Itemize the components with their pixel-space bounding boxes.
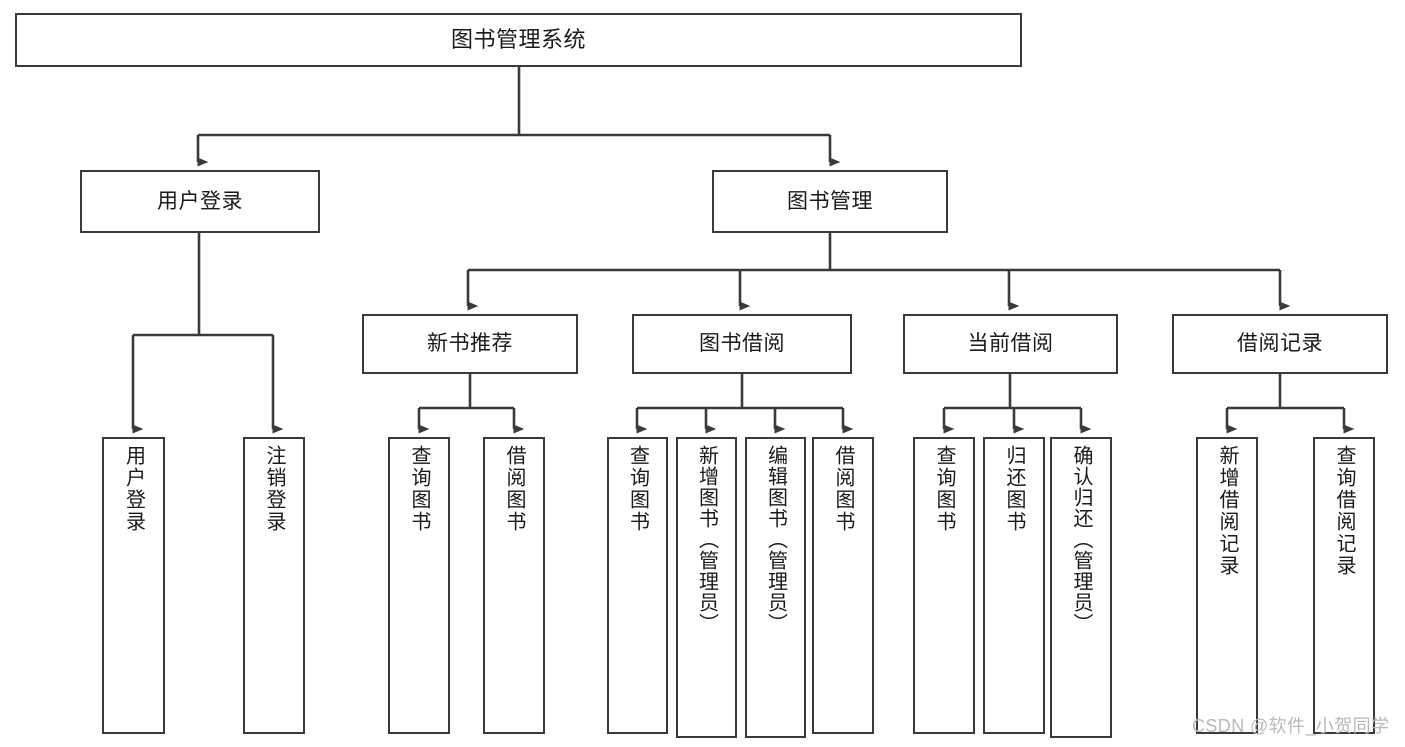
node-label: 查询图书	[933, 445, 955, 533]
node-label: 查询图书	[408, 445, 430, 533]
node-label: 图书管理	[787, 189, 873, 213]
node-label: 注销登录	[263, 445, 285, 533]
node-leaf-add-book[interactable]: 新增图书（管理员）	[676, 437, 737, 738]
node-leaf-logout[interactable]: 注销登录	[243, 437, 305, 734]
node-borrow-record[interactable]: 借阅记录	[1172, 314, 1388, 374]
node-leaf-add-record[interactable]: 新增借阅记录	[1196, 437, 1258, 734]
node-leaf-edit-book[interactable]: 编辑图书（管理员）	[745, 437, 806, 738]
node-label: 图书借阅	[699, 332, 785, 356]
node-label: 用户登录	[157, 189, 243, 213]
node-leaf-confirm-return[interactable]: 确认归还（管理员）	[1050, 437, 1112, 738]
node-leaf-query-record[interactable]: 查询借阅记录	[1313, 437, 1375, 734]
node-label: 图书管理系统	[450, 26, 586, 52]
node-label: 借阅记录	[1237, 332, 1323, 356]
node-label: 查询借阅记录	[1333, 445, 1355, 577]
node-leaf-return-book[interactable]: 归还图书	[983, 437, 1045, 734]
csdn-watermark: CSDN @软件_小贺同学	[1192, 716, 1390, 736]
node-current-borrow[interactable]: 当前借阅	[903, 314, 1118, 374]
node-label: 新书推荐	[427, 332, 513, 356]
node-leaf-query-book-2[interactable]: 查询图书	[607, 437, 668, 734]
node-label: 新增图书（管理员）	[695, 445, 718, 634]
node-book-manage[interactable]: 图书管理	[712, 170, 948, 233]
node-user-login[interactable]: 用户登录	[80, 170, 320, 233]
node-book-borrow[interactable]: 图书借阅	[632, 314, 852, 374]
node-label: 确认归还（管理员）	[1070, 445, 1092, 634]
node-leaf-borrow-book-1[interactable]: 借阅图书	[483, 437, 545, 734]
node-label: 查询图书	[626, 445, 649, 533]
node-label: 编辑图书（管理员）	[764, 445, 787, 634]
node-label: 借阅图书	[832, 445, 854, 533]
node-leaf-query-book-1[interactable]: 查询图书	[388, 437, 450, 734]
node-leaf-query-book-3[interactable]: 查询图书	[913, 437, 975, 734]
node-label: 新增借阅记录	[1216, 445, 1238, 577]
node-root[interactable]: 图书管理系统	[15, 13, 1022, 67]
node-label: 借阅图书	[503, 445, 525, 533]
node-label: 归还图书	[1003, 445, 1025, 533]
node-label: 用户登录	[122, 445, 145, 533]
node-new-book-recommend[interactable]: 新书推荐	[362, 314, 578, 374]
node-label: 当前借阅	[967, 332, 1054, 356]
node-leaf-user-login[interactable]: 用户登录	[102, 437, 165, 734]
node-leaf-borrow-book-2[interactable]: 借阅图书	[812, 437, 874, 734]
